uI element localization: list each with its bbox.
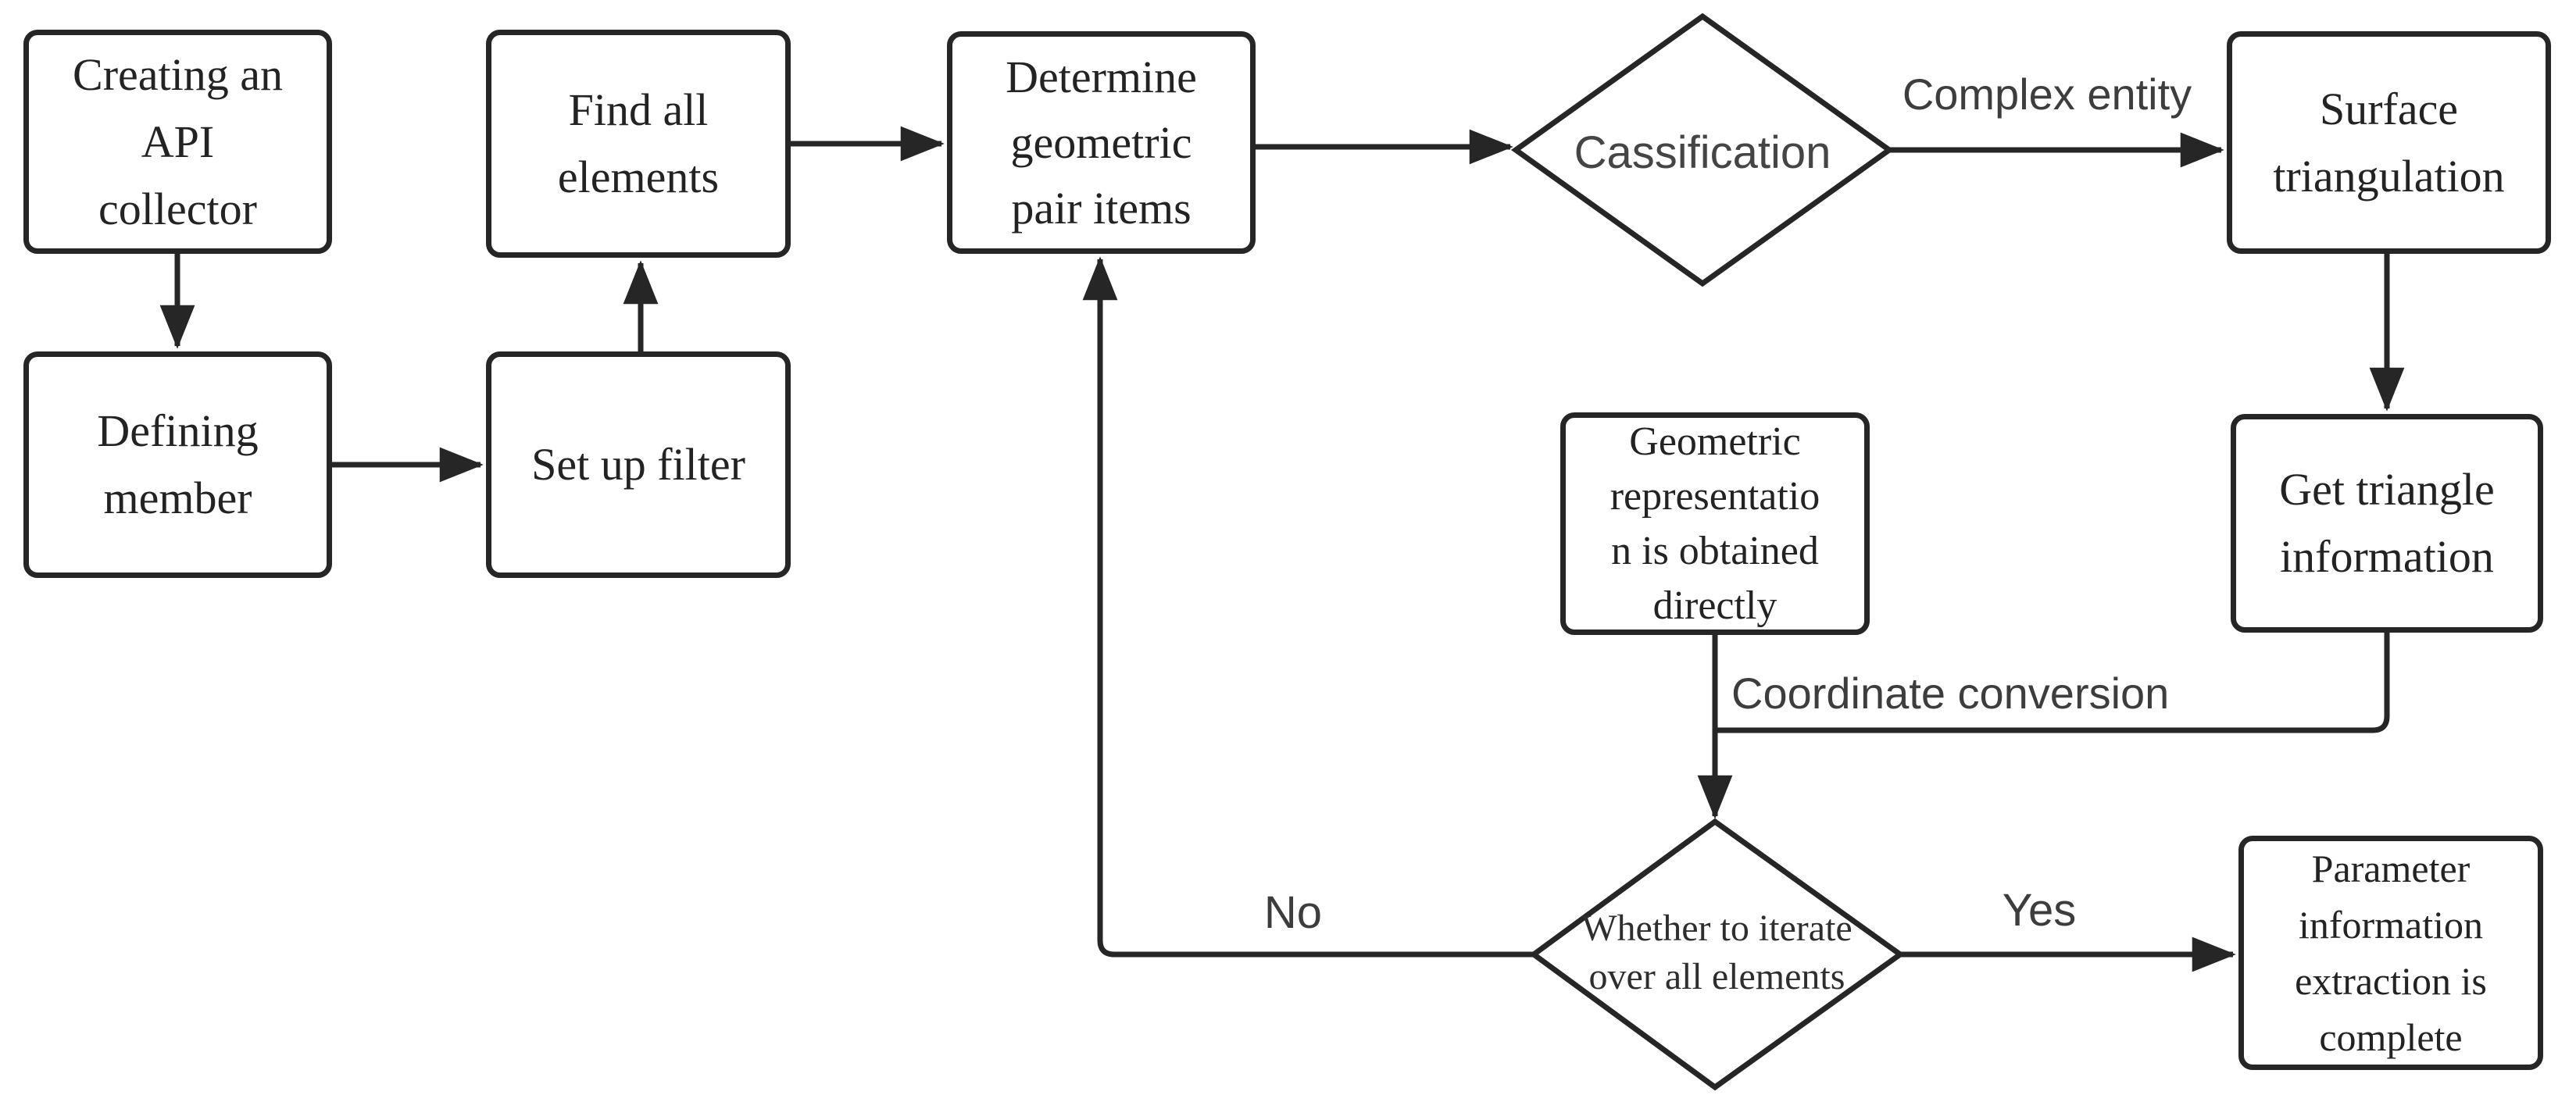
process-box-creating-api-collector: Creating an API collector xyxy=(23,30,332,254)
classification-diamond-label: Cassification xyxy=(1574,127,1831,178)
iterate-diamond xyxy=(1529,818,1906,1091)
process-box-determine-geometric-pair-items: Determine geometric pair items xyxy=(947,31,1256,254)
yes-edge-label: Yes xyxy=(2002,885,2077,936)
edge-triangle-to-merge xyxy=(1715,633,2390,733)
no-edge-label: No xyxy=(1263,887,1323,938)
classification-diamond xyxy=(1510,12,1895,287)
process-box-defining-member: Defining member xyxy=(23,351,332,578)
iterate-diamond-label: Whether to iterate over all elements xyxy=(1581,908,1853,997)
coordinate-conversion-edge-label: Coordinate conversion xyxy=(1731,669,2170,718)
process-box-surface-triangulation: Surface triangulation xyxy=(2227,31,2551,254)
complex-entity-edge-label: Complex entity xyxy=(1902,70,2192,119)
process-box-find-all-elements: Find all elements xyxy=(486,30,791,258)
process-box-get-triangle-information: Get triangle information xyxy=(2231,414,2543,633)
edge-iterate-no-loop xyxy=(1082,256,1534,958)
process-box-set-up-filter: Set up filter xyxy=(486,351,791,578)
process-box-geometric-representation: Geometric representatio n is obtained di… xyxy=(1560,412,1870,635)
process-box-parameter-extraction-complete: Parameter information extraction is comp… xyxy=(2238,836,2543,1070)
